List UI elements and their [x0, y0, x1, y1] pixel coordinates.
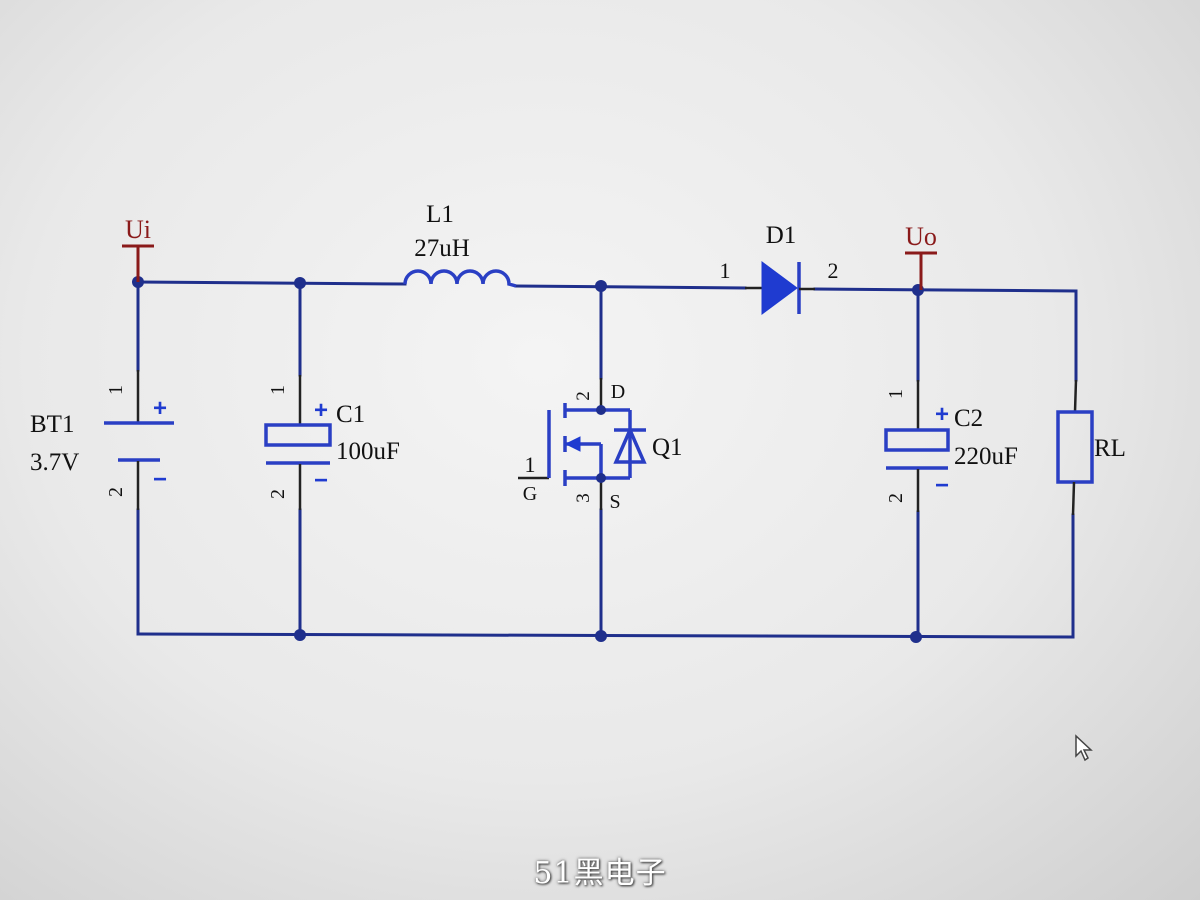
bt1-value: 3.7V — [30, 449, 79, 476]
q1-source-label: S — [609, 491, 620, 513]
mosfet-q1: 2 D 3 S 1 G Q1 — [518, 378, 683, 513]
c1-plus: + — [314, 397, 328, 424]
c2-pin1: 1 — [885, 389, 907, 399]
l1-value: 27uH — [414, 235, 470, 262]
junction-c1-top — [294, 277, 306, 289]
bt1-plus: + — [153, 395, 167, 422]
d1-ref: D1 — [766, 222, 797, 249]
diode-d1: D1 1 2 — [720, 222, 839, 315]
junction-c1-bottom — [294, 629, 306, 641]
capacitor-c1: 1 2 + − C1 100uF — [264, 375, 400, 510]
c1-pin2: 2 — [267, 489, 289, 499]
junction-q1-bottom — [595, 630, 607, 642]
net-label-uo-text: Uo — [905, 222, 937, 251]
capacitor-c2: 1 2 + − C2 220uF — [884, 380, 1018, 512]
junction-switch-node — [595, 280, 607, 292]
c1-ref: C1 — [336, 401, 365, 428]
wires — [136, 280, 1078, 639]
bt1-pin1: 1 — [105, 385, 127, 395]
q1-gate-label: G — [523, 483, 537, 505]
junction-c2-bottom — [910, 631, 922, 643]
c2-value: 220uF — [954, 443, 1018, 470]
c2-plus: + — [935, 401, 949, 428]
c2-pin2: 2 — [885, 493, 907, 503]
q1-ref: Q1 — [652, 434, 683, 461]
bt1-ref: BT1 — [30, 411, 74, 438]
c2-ref: C2 — [954, 405, 983, 432]
l1-ref: L1 — [426, 201, 454, 228]
resistor-rl: RL — [1056, 379, 1126, 516]
bt1-minus: − — [153, 466, 167, 493]
q1-drain-label: D — [611, 381, 625, 403]
watermark-text: 51黑电子 — [533, 856, 667, 891]
battery-bt1: 1 2 + − BT1 3.7V — [30, 370, 174, 510]
inductor-l1: L1 27uH — [403, 201, 517, 288]
net-label-uo: Uo — [905, 222, 937, 290]
q1-pin-drain: 2 — [573, 391, 594, 401]
q1-pin-gate: 1 — [525, 452, 536, 477]
bt1-pin2: 2 — [105, 487, 127, 497]
rl-ref: RL — [1094, 435, 1126, 462]
c1-pin1: 1 — [267, 385, 289, 395]
d1-pin2: 2 — [828, 258, 839, 283]
q1-pin-source: 3 — [573, 493, 594, 503]
net-label-ui-text: Ui — [125, 215, 151, 244]
c1-minus: − — [314, 467, 328, 494]
mouse-cursor-icon — [1075, 734, 1093, 762]
c2-minus: − — [935, 472, 949, 499]
c1-value: 100uF — [336, 438, 400, 465]
net-label-ui: Ui — [122, 215, 154, 282]
d1-pin1: 1 — [720, 258, 731, 283]
